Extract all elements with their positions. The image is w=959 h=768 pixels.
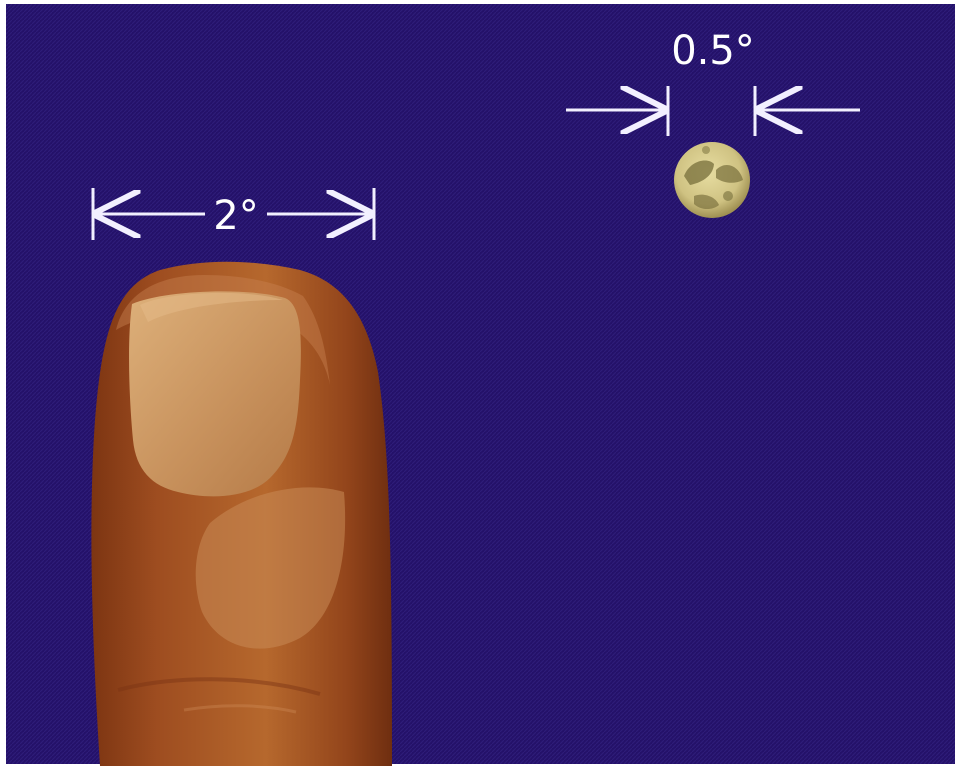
thumbnail bbox=[129, 291, 301, 496]
thumb-icon bbox=[91, 262, 392, 766]
moon-angle-label: 0.5° bbox=[671, 28, 755, 74]
thumb-angle-label: 2° bbox=[213, 193, 258, 239]
moon-icon bbox=[674, 142, 750, 218]
